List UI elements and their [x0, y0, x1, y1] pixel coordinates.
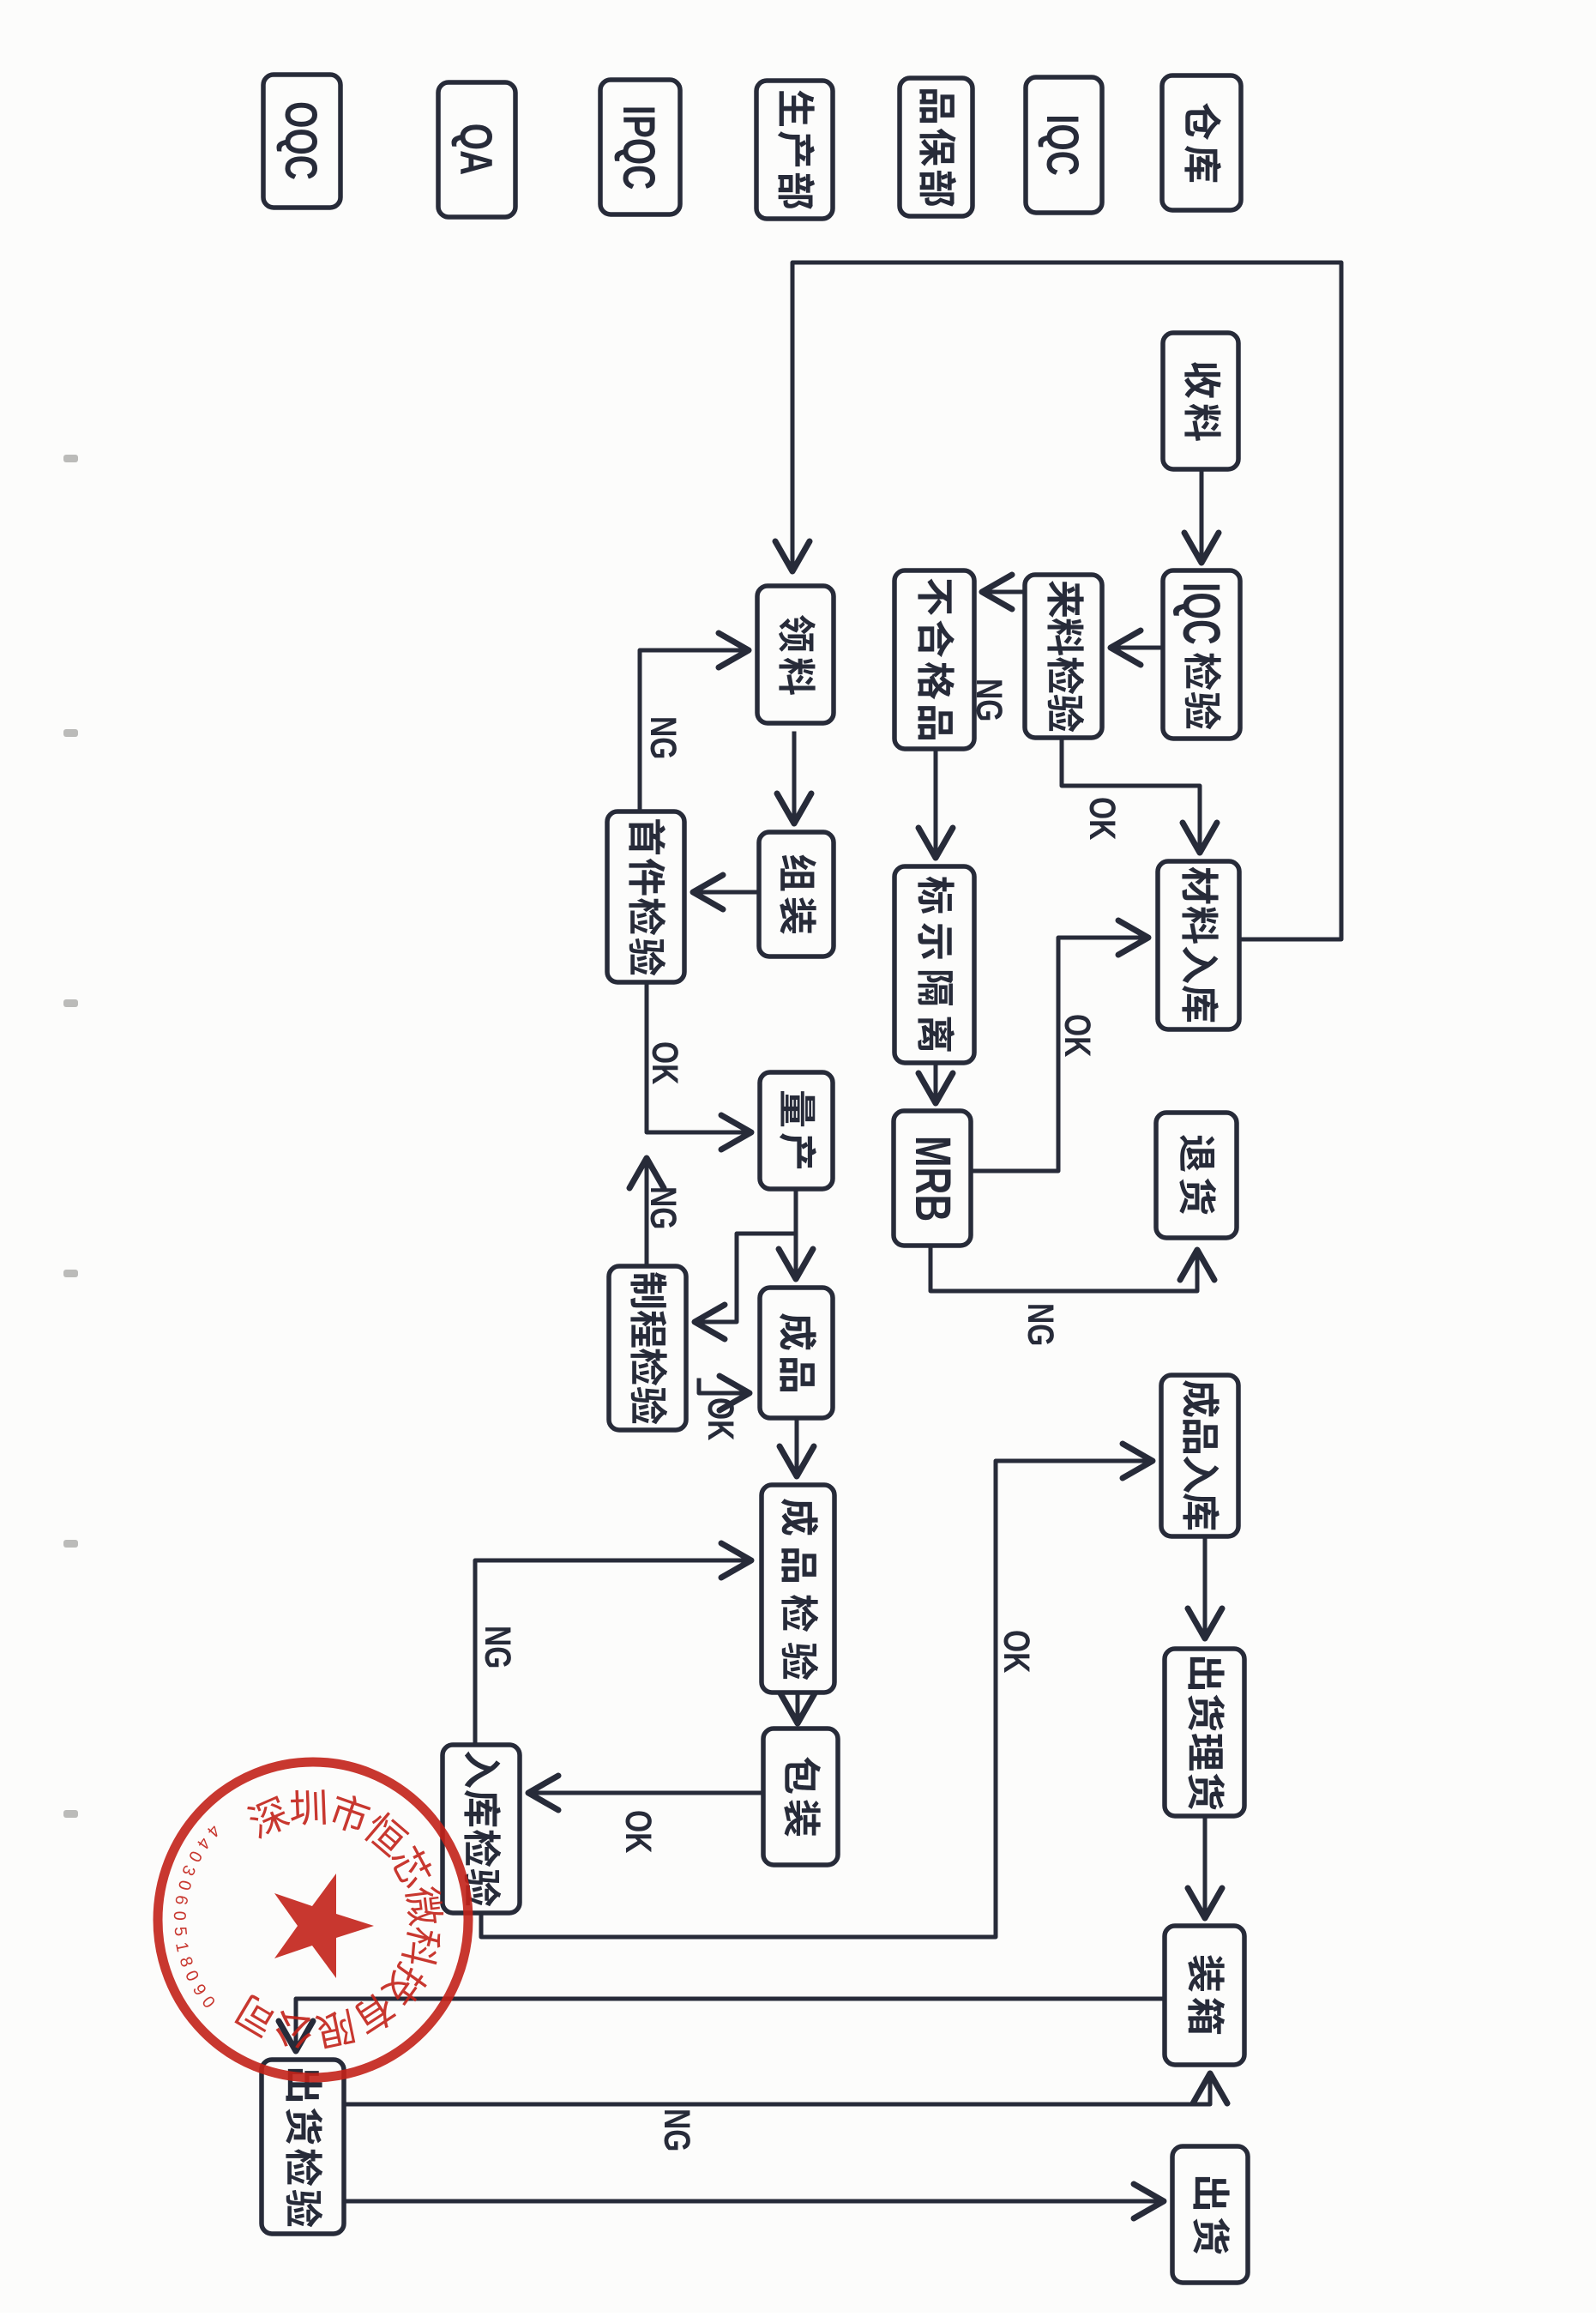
svg-text:1: 1 — [172, 1940, 192, 1953]
svg-text:OK: OK — [700, 1397, 741, 1440]
svg-text:NG: NG — [642, 1186, 684, 1229]
svg-text:NG: NG — [477, 1626, 518, 1668]
svg-text:OQC: OQC — [276, 101, 328, 180]
svg-text:OK: OK — [617, 1810, 659, 1853]
svg-text:NG: NG — [642, 716, 684, 759]
svg-text:OK: OK — [1081, 797, 1123, 840]
svg-text:OK: OK — [1057, 1014, 1098, 1057]
svg-text:5: 5 — [171, 1926, 190, 1937]
svg-text:IQC: IQC — [1171, 582, 1230, 645]
svg-text:0: 0 — [170, 1910, 189, 1921]
svg-text:6: 6 — [171, 1894, 190, 1906]
svg-text:OK: OK — [644, 1041, 685, 1084]
svg-text:NG: NG — [656, 2109, 697, 2151]
svg-text:IPQC: IPQC — [614, 106, 666, 190]
svg-text:IQC: IQC — [1038, 114, 1089, 176]
svg-text:0: 0 — [174, 1878, 195, 1892]
svg-text:MRB: MRB — [906, 1136, 961, 1222]
svg-text:NG: NG — [968, 679, 1009, 721]
svg-text:QA: QA — [451, 124, 503, 175]
svg-text:NG: NG — [1020, 1303, 1061, 1346]
svg-text:OK: OK — [996, 1630, 1037, 1673]
